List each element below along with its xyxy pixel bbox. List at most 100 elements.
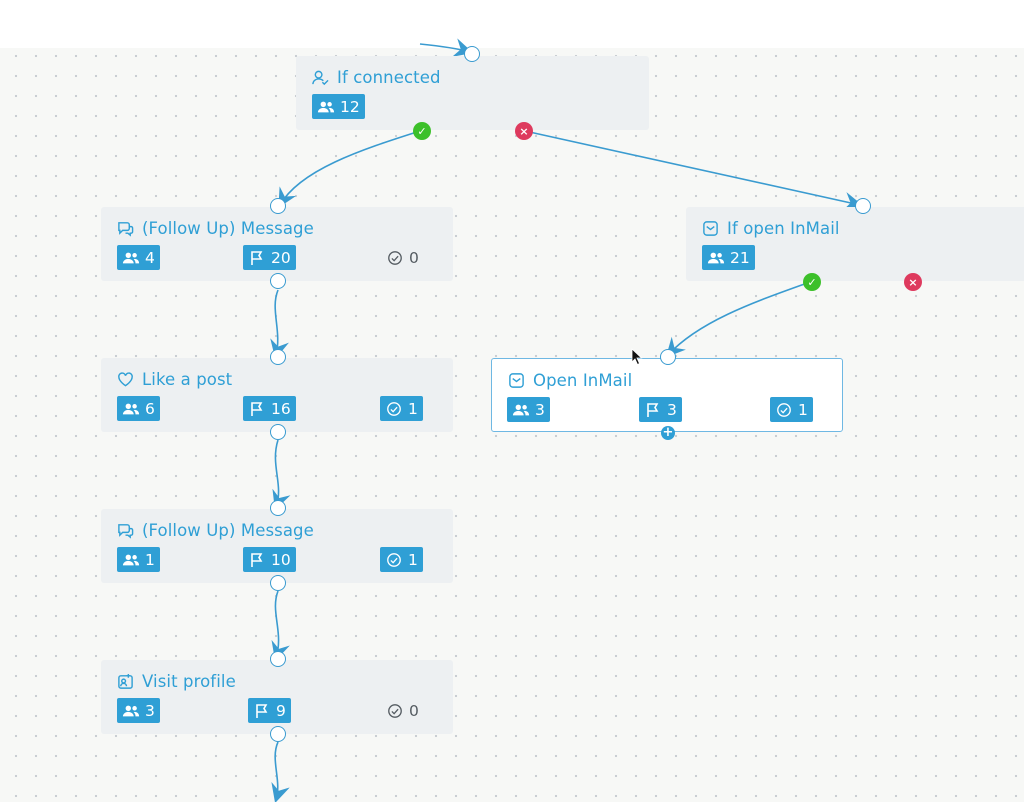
- add-step-button[interactable]: +: [661, 426, 675, 440]
- flag-count: 3: [667, 400, 677, 419]
- people-count-badge: 3: [117, 698, 160, 723]
- people-count-badge: 4: [117, 245, 160, 270]
- input-port[interactable]: [660, 349, 676, 365]
- completed-count: 1: [408, 399, 418, 418]
- node-label: Visit profile: [142, 672, 236, 691]
- yes-symbol: ✓: [417, 124, 427, 138]
- node-label: (Follow Up) Message: [142, 219, 314, 238]
- flag-count-badge: 10: [243, 547, 296, 572]
- users-icon: [122, 705, 140, 716]
- top-bar: [0, 0, 1024, 48]
- check-circle-icon: [388, 703, 402, 718]
- input-port[interactable]: [270, 198, 286, 214]
- input-port[interactable]: [270, 349, 286, 365]
- node-title: (Follow Up) Message: [117, 521, 314, 540]
- flag-icon: [251, 250, 263, 265]
- completed-count-badge: 1: [770, 397, 813, 422]
- people-count: 21: [730, 248, 750, 267]
- completed-count: 1: [798, 400, 808, 419]
- output-port[interactable]: [270, 726, 286, 742]
- input-port[interactable]: [464, 46, 480, 62]
- input-port[interactable]: [855, 198, 871, 214]
- node-title: If connected: [312, 68, 441, 87]
- inmail-icon: [509, 373, 524, 388]
- flag-count: 16: [271, 399, 291, 418]
- users-icon: [122, 554, 140, 565]
- people-count: 12: [340, 97, 360, 116]
- node-like-a-post[interactable]: Like a post 6 16 1: [101, 358, 453, 432]
- node-open-inmail[interactable]: Open InMail 3 3 1: [491, 358, 843, 432]
- completed-count-badge: 1: [380, 396, 423, 421]
- node-label: Like a post: [142, 370, 233, 389]
- flag-count-badge: 3: [639, 397, 682, 422]
- plus-icon: +: [662, 425, 674, 440]
- output-port[interactable]: [270, 273, 286, 289]
- people-count: 3: [535, 400, 545, 419]
- yes-branch-icon[interactable]: ✓: [803, 273, 821, 291]
- node-label: Open InMail: [533, 371, 633, 390]
- node-title: If open InMail: [702, 219, 840, 238]
- people-count-badge: 21: [702, 245, 755, 270]
- node-label: If connected: [337, 68, 441, 87]
- node-if-connected[interactable]: If connected 12: [296, 56, 649, 130]
- inmail-icon: [703, 221, 718, 236]
- users-icon: [317, 101, 335, 112]
- node-title: (Follow Up) Message: [117, 219, 314, 238]
- flag-count: 20: [271, 248, 291, 267]
- mouse-cursor-icon: [631, 348, 643, 366]
- completed-count-badge: 1: [380, 547, 423, 572]
- node-title: Visit profile: [117, 672, 236, 691]
- message-icon: [118, 222, 134, 237]
- edge-connected-no: [524, 130, 864, 211]
- edge-visit-next: [271, 741, 290, 802]
- node-title: Open InMail: [508, 371, 632, 390]
- flag-icon: [251, 552, 263, 567]
- output-port[interactable]: [270, 424, 286, 440]
- people-count-badge: 3: [507, 397, 550, 422]
- flag-count: 10: [271, 550, 291, 569]
- input-port[interactable]: [270, 500, 286, 516]
- output-port[interactable]: [270, 575, 286, 591]
- no-branch-icon[interactable]: ×: [515, 122, 533, 140]
- flag-icon: [251, 401, 263, 416]
- users-icon: [707, 252, 725, 263]
- node-visit-profile[interactable]: Visit profile 3 9 0: [101, 660, 453, 734]
- users-icon: [122, 252, 140, 263]
- completed-count: 1: [408, 550, 418, 569]
- node-followup-message-1[interactable]: (Follow Up) Message 4 20 0: [101, 207, 453, 281]
- check-circle-icon: [387, 552, 401, 567]
- edge-followup1-like: [270, 289, 289, 360]
- edge-connected-yes: [278, 130, 421, 208]
- no-symbol: ×: [908, 275, 918, 289]
- heart-icon: [118, 372, 133, 387]
- node-if-open-inmail[interactable]: If open InMail 21: [686, 207, 1024, 281]
- completed-count-badge: 0: [381, 245, 424, 270]
- people-count-badge: 12: [312, 94, 365, 119]
- message-icon: [118, 524, 134, 539]
- completed-count-badge: 0: [381, 698, 424, 723]
- completed-count: 0: [409, 701, 419, 720]
- people-count: 3: [145, 701, 155, 720]
- check-circle-icon: [777, 402, 791, 417]
- people-count-badge: 6: [117, 396, 160, 421]
- node-label: (Follow Up) Message: [142, 521, 314, 540]
- check-circle-icon: [388, 250, 402, 265]
- flag-icon: [256, 703, 268, 718]
- people-count: 6: [145, 399, 155, 418]
- people-count: 4: [145, 248, 155, 267]
- no-branch-icon[interactable]: ×: [904, 273, 922, 291]
- user-check-icon: [312, 70, 329, 86]
- users-icon: [122, 403, 140, 414]
- no-symbol: ×: [519, 124, 529, 138]
- input-port[interactable]: [270, 651, 286, 667]
- flag-count-badge: 20: [243, 245, 296, 270]
- completed-count: 0: [409, 248, 419, 267]
- check-circle-icon: [387, 401, 401, 416]
- node-label: If open InMail: [727, 219, 840, 238]
- flag-count: 9: [276, 701, 286, 720]
- node-followup-message-2[interactable]: (Follow Up) Message 1 10 1: [101, 509, 453, 583]
- edge-followup2-visit: [271, 590, 290, 662]
- people-count: 1: [145, 550, 155, 569]
- users-icon: [512, 404, 530, 415]
- yes-branch-icon[interactable]: ✓: [413, 122, 431, 140]
